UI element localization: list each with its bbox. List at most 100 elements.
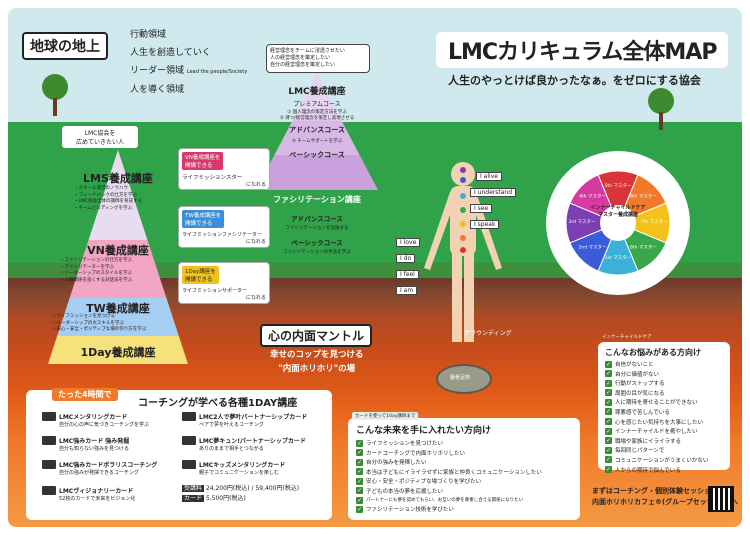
premium-course: プレミアムコース [293,101,341,108]
role: ライフミッションファシリテーター [182,232,262,238]
lms-lines: ・スクール運営のノウハウ ・フィードバックの仕方を学ぶ ・LMC協会全体の講師を… [74,186,142,212]
course-name: LMCヴィジョナリーカード [59,488,134,495]
course-name: LMCキッズメンタリングカード [199,462,286,469]
card-icon [182,460,196,469]
lms-line: ・LMC協会全体の講師を育成する [74,199,143,204]
card-icon [42,486,56,495]
fac-basic: ベーシックコース [291,239,343,247]
check-icon: ✓ [605,437,612,445]
mantle-lines: 幸せのコップを見つける "内面ホリホリ"の場 [270,348,364,376]
item-text: 毎回同じパターンで [615,448,665,455]
price-block: 受講料 24,200円(税込) / 59,400円(税込) カード 5,500円… [182,485,300,502]
manager-note: 経営理念をチームに浸透させたい 人の経営理念を策定したい 自分の経営理念を策定し… [266,44,370,73]
course-item[interactable]: LMC強みカードボラリスコーチング自分の強みが発揮できるコーチング [42,460,192,476]
worry-item: ✓人に期待を寄せることができない [605,398,723,406]
check-icon: ✓ [356,477,363,485]
course-name: LMC強みカード 強み発掘 [59,438,130,445]
oneday-panel [26,390,332,520]
course-name: LMC夢キュン!パートナーシップカード [199,438,306,445]
role: ライフミッションスター [182,175,243,181]
vn-badge: VN養成講座を 開講できる [182,152,224,170]
lms-line: ・チームビルディングを学ぶ [74,205,133,211]
check-icon: ✓ [605,418,612,426]
top-note: LMC協会を 広めていきたい人 [62,126,138,148]
mantle-line: "内面ホリホリ"の場 [278,364,356,374]
course-item[interactable]: LMC夢キュン!パートナーシップカードありのままで相手とつながる [182,436,332,452]
check-icon: ✓ [356,505,363,513]
item-text: 安心・安全・ポジティブな場づくりを学びたい [366,479,482,486]
suffix: になれる [245,239,266,245]
check-icon: ✓ [356,449,363,457]
price-label: 受講料 [182,485,205,492]
qr-code-icon[interactable] [708,486,734,512]
tree-icon [42,74,68,116]
item-text: 自分に価値がない [615,371,660,378]
worry-item: ✓行動がストップする [605,379,723,387]
price-value: 5,500円(税込) [205,495,246,502]
basic-course: ベーシックコース [289,151,345,159]
label-see: I see [470,204,493,213]
worry-item: ✓罪悪感で苦しんでいる [605,408,723,416]
check-icon: ✓ [605,408,612,416]
mantle-title: 心の内面マントル [260,324,373,347]
item-text: 周囲の目が気になる [615,390,665,397]
course-desc: 52枚のカードで未来をビジョン化 [59,496,136,502]
course-desc: ありのままで相手とつながる [199,446,264,452]
item-text: 自分の強みを発揮したい [366,460,427,467]
footer-line: 内面ホリホリカフェ®(グループセッション)へ [592,498,738,506]
role: ライフミッションサポーター [182,288,248,294]
price-value: 24,200円(税込) [205,485,250,492]
item-text: 職場や家族にイライラする [615,438,682,445]
course-item[interactable]: LMC2人で夢叶パートナーシップカードペアで夢を叶えるコーチング [182,412,332,428]
tree-icon [648,88,674,130]
course-name: LMC強みカードボラリスコーチング [59,462,158,469]
lmc-pyramid-labels: LMC養成講座 プレミアムコース ① 個人理念の策定方法を学ぶ ② 持つ/経営理… [256,84,378,160]
fac-title: ファシリテーション講座 [273,195,361,204]
item-text: 心を感じたい気持ちを大事にしたい [615,419,704,426]
wheel-segment-label: 2nd マスター [579,243,608,250]
vn-line: ・ファシリテーションの仕方を学ぶ [60,258,132,263]
lms-title: LMS養成講座 [83,172,153,185]
worry-item: ✓コミュニケーションがうまくいかない [605,456,723,464]
future-title: こんな未来を手に入れたい方向け [356,426,492,436]
course-item[interactable]: LMCメンタリングカード自分の心の声に気づきコーチングを学ぶ [42,412,192,428]
course-desc: 自分も知らない強みを見つける [59,446,130,452]
future-item: ✓子どもの本当の夢を応援したい [356,487,572,495]
oneday-title-text: コーチングが学べる各種1DAY講座 [138,398,298,409]
oneday-title: 1Day養成講座 [80,346,156,359]
lms-line: ・フィードバックの仕方を学ぶ [74,192,137,198]
future-tag: カードを使って10ay講師まで [352,412,419,420]
line-3: リーダー領域 [130,66,185,76]
tw-title: TW養成講座 [86,302,150,315]
check-icon: ✓ [605,360,612,368]
course-item[interactable]: LMCキッズメンタリングカード親子でコミュニケーションを楽しむ [182,460,332,476]
check-icon: ✓ [605,446,612,454]
worry-item: ✓周囲の目が気になる [605,389,723,397]
worries-tag: インナーチャイルドケア [602,335,652,340]
lms-line: ・スクール運営のノウハウ [74,186,128,191]
wheel-segment-label: 6th マスター [630,193,657,200]
fac-advance: アドバンスコース [291,215,343,223]
future-item: ✓ファシリテーション技術を学びたい [356,505,572,513]
card-icon [42,460,56,469]
mantle-line: 幸せのコップを見つける [270,350,364,360]
check-icon: ✓ [605,427,612,435]
tw-line: ・リーダーシップの大スキルを学ぶ [52,320,124,326]
check-icon: ✓ [605,466,612,474]
line-2: 人生を創造していく [130,48,211,58]
label-do: I do [396,254,416,263]
check-icon: ✓ [605,398,612,406]
price-label: カード [182,495,205,502]
course-desc: ペアで夢を叶えるコーチング [199,422,264,428]
item-text: インナーチャイルドを癒やしたい [615,429,698,436]
future-item: ✓カードコーチングで内面ホリホリしたい [356,449,572,457]
tw-badge: TW養成講座を 開講できる [182,210,225,228]
area-lines: 行動領域 人生を創造していく リーダー領域 Lead the people/So… [130,26,247,99]
worry-item: ✓人からの期待で悩んでいる [605,466,723,474]
course-item[interactable]: LMC強みカード 強み発掘自分も知らない強みを見つける [42,436,192,452]
item-text: 本当は子どもにイライラせずに家族と仲良くコミュニケーションしたい [366,469,542,476]
wheel-segment-label: 4th マスター [579,193,606,200]
note-line: 自分の経営理念を策定したい [270,62,336,68]
